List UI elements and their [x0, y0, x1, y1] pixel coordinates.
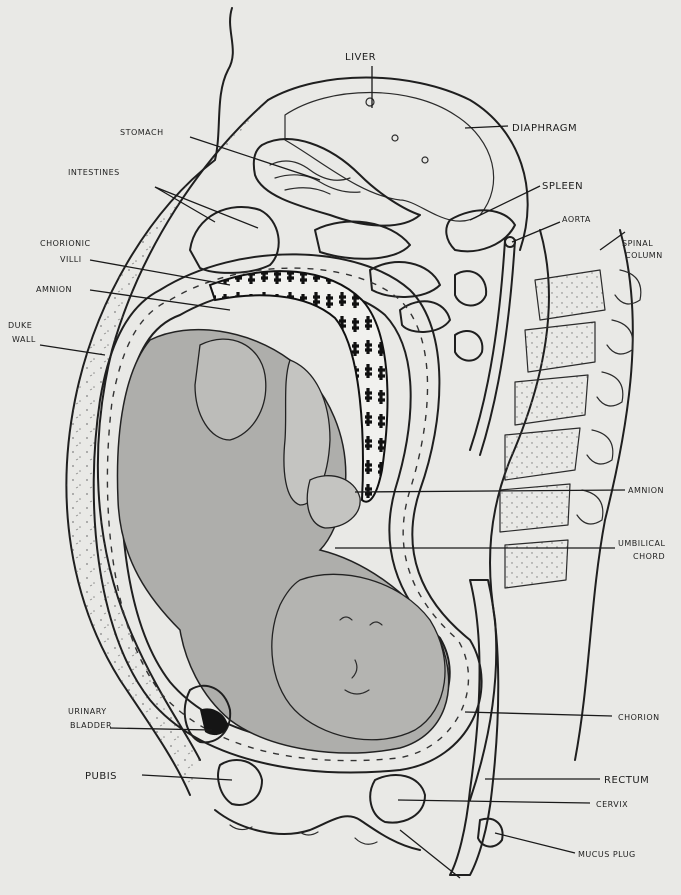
- label-amnion-left: AMNION: [36, 285, 72, 294]
- intestine-loop: [370, 262, 440, 297]
- aorta-wall: [480, 240, 515, 455]
- label-umbilical-cord-line2: CHORD: [633, 552, 665, 561]
- label-rectum: RECTUM: [604, 775, 649, 786]
- pelvic-floor: [215, 810, 420, 850]
- label-stomach: STOMACH: [120, 128, 164, 137]
- label-liver: LIVER: [345, 52, 376, 63]
- mucus-plug: [478, 819, 503, 847]
- label-umbilical-cord-line1: UMBILICAL: [618, 539, 665, 548]
- intestine-loop: [455, 331, 482, 361]
- label-spinal-column-line2: COLUMN: [625, 251, 663, 260]
- label-amnion-right: AMNION: [628, 486, 664, 495]
- stomach: [254, 139, 420, 226]
- label-spleen: SPLEEN: [542, 181, 583, 192]
- intestines: [190, 207, 279, 273]
- label-chorionic-villi-line2: VILLI: [60, 255, 82, 264]
- label-mucus-plug: MUCUS PLUG: [578, 850, 636, 859]
- intestine-loop: [400, 301, 450, 332]
- label-chorion: CHORION: [618, 713, 660, 722]
- label-pubis: PUBIS: [85, 771, 117, 782]
- fetus-foot: [307, 476, 360, 528]
- label-urinary-bladder-line1: URINARY: [68, 707, 107, 716]
- pubis: [218, 760, 262, 805]
- intestine-loop: [455, 271, 486, 305]
- label-abdominal-wall-line2: WALL: [12, 335, 36, 344]
- rectum: [450, 580, 498, 875]
- liver-vessel: [422, 157, 428, 163]
- label-spinal-column-line1: SPINAL: [622, 239, 653, 248]
- label-diaphragm: DIAPHRAGM: [512, 123, 577, 134]
- label-aorta: AORTA: [562, 215, 591, 224]
- label-urinary-bladder-line2: BLADDER: [70, 721, 112, 730]
- vertebrae: [500, 270, 605, 588]
- liver-vessel: [366, 98, 374, 106]
- intestine-loop: [315, 222, 410, 259]
- label-cervix: CERVIX: [596, 800, 628, 809]
- label-intestines: INTESTINES: [68, 168, 120, 177]
- stomach-rugae: [270, 161, 360, 194]
- cervix: [370, 775, 425, 823]
- perineum: [230, 825, 377, 844]
- liver: [285, 93, 494, 222]
- aorta: [470, 240, 505, 450]
- label-chorionic-villi-line1: CHORIONIC: [40, 239, 91, 248]
- liver-vessel: [392, 135, 398, 141]
- label-abdominal-wall-line1: DUKE: [8, 321, 32, 330]
